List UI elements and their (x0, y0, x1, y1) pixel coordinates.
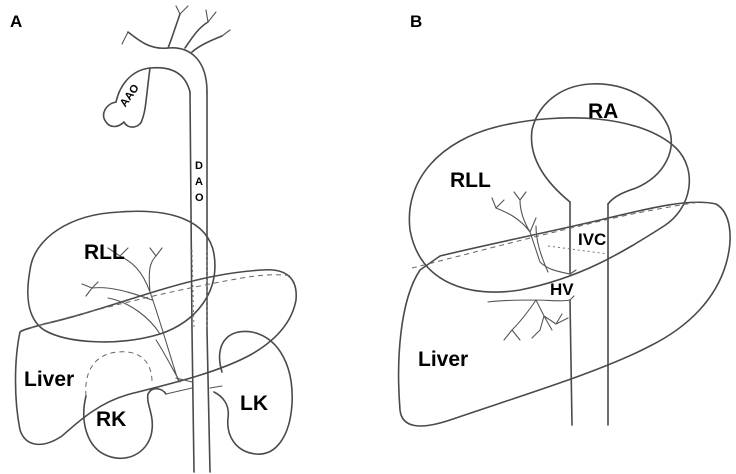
panel-b: B RA RLL IVC HV Liver (399, 12, 730, 426)
ivc-label: IVC (578, 230, 606, 249)
rll-b-outline (409, 118, 689, 292)
hepatic-vein-tree-b (488, 192, 570, 340)
liver-b-outline (399, 202, 730, 426)
liver-a-hidden-edge (30, 275, 292, 328)
ra-label: RA (588, 100, 618, 123)
rll-b-label: RLL (450, 169, 491, 192)
panel-b-letter: B (410, 12, 422, 31)
rk-label: RK (96, 408, 126, 431)
dao-label-o: O (195, 192, 204, 204)
hv-label: HV (550, 280, 574, 299)
liver-a-label: Liver (24, 368, 74, 391)
ivc-a-hidden (192, 250, 207, 330)
panel-a: A AAO D A O RLL Liver RK LK (10, 6, 296, 472)
liver-b-label: Liver (418, 348, 468, 371)
rll-a-outline (28, 211, 215, 342)
dao-label-a: A (195, 176, 203, 188)
hepatic-vein-tree-a (82, 248, 180, 382)
rk-hidden-edge (86, 352, 152, 396)
dao-label-d: D (195, 160, 203, 172)
rll-a-label: RLL (84, 241, 125, 264)
liver-b-hidden-edge (412, 202, 700, 268)
panel-a-letter: A (10, 12, 22, 31)
lk-label: LK (240, 392, 268, 415)
